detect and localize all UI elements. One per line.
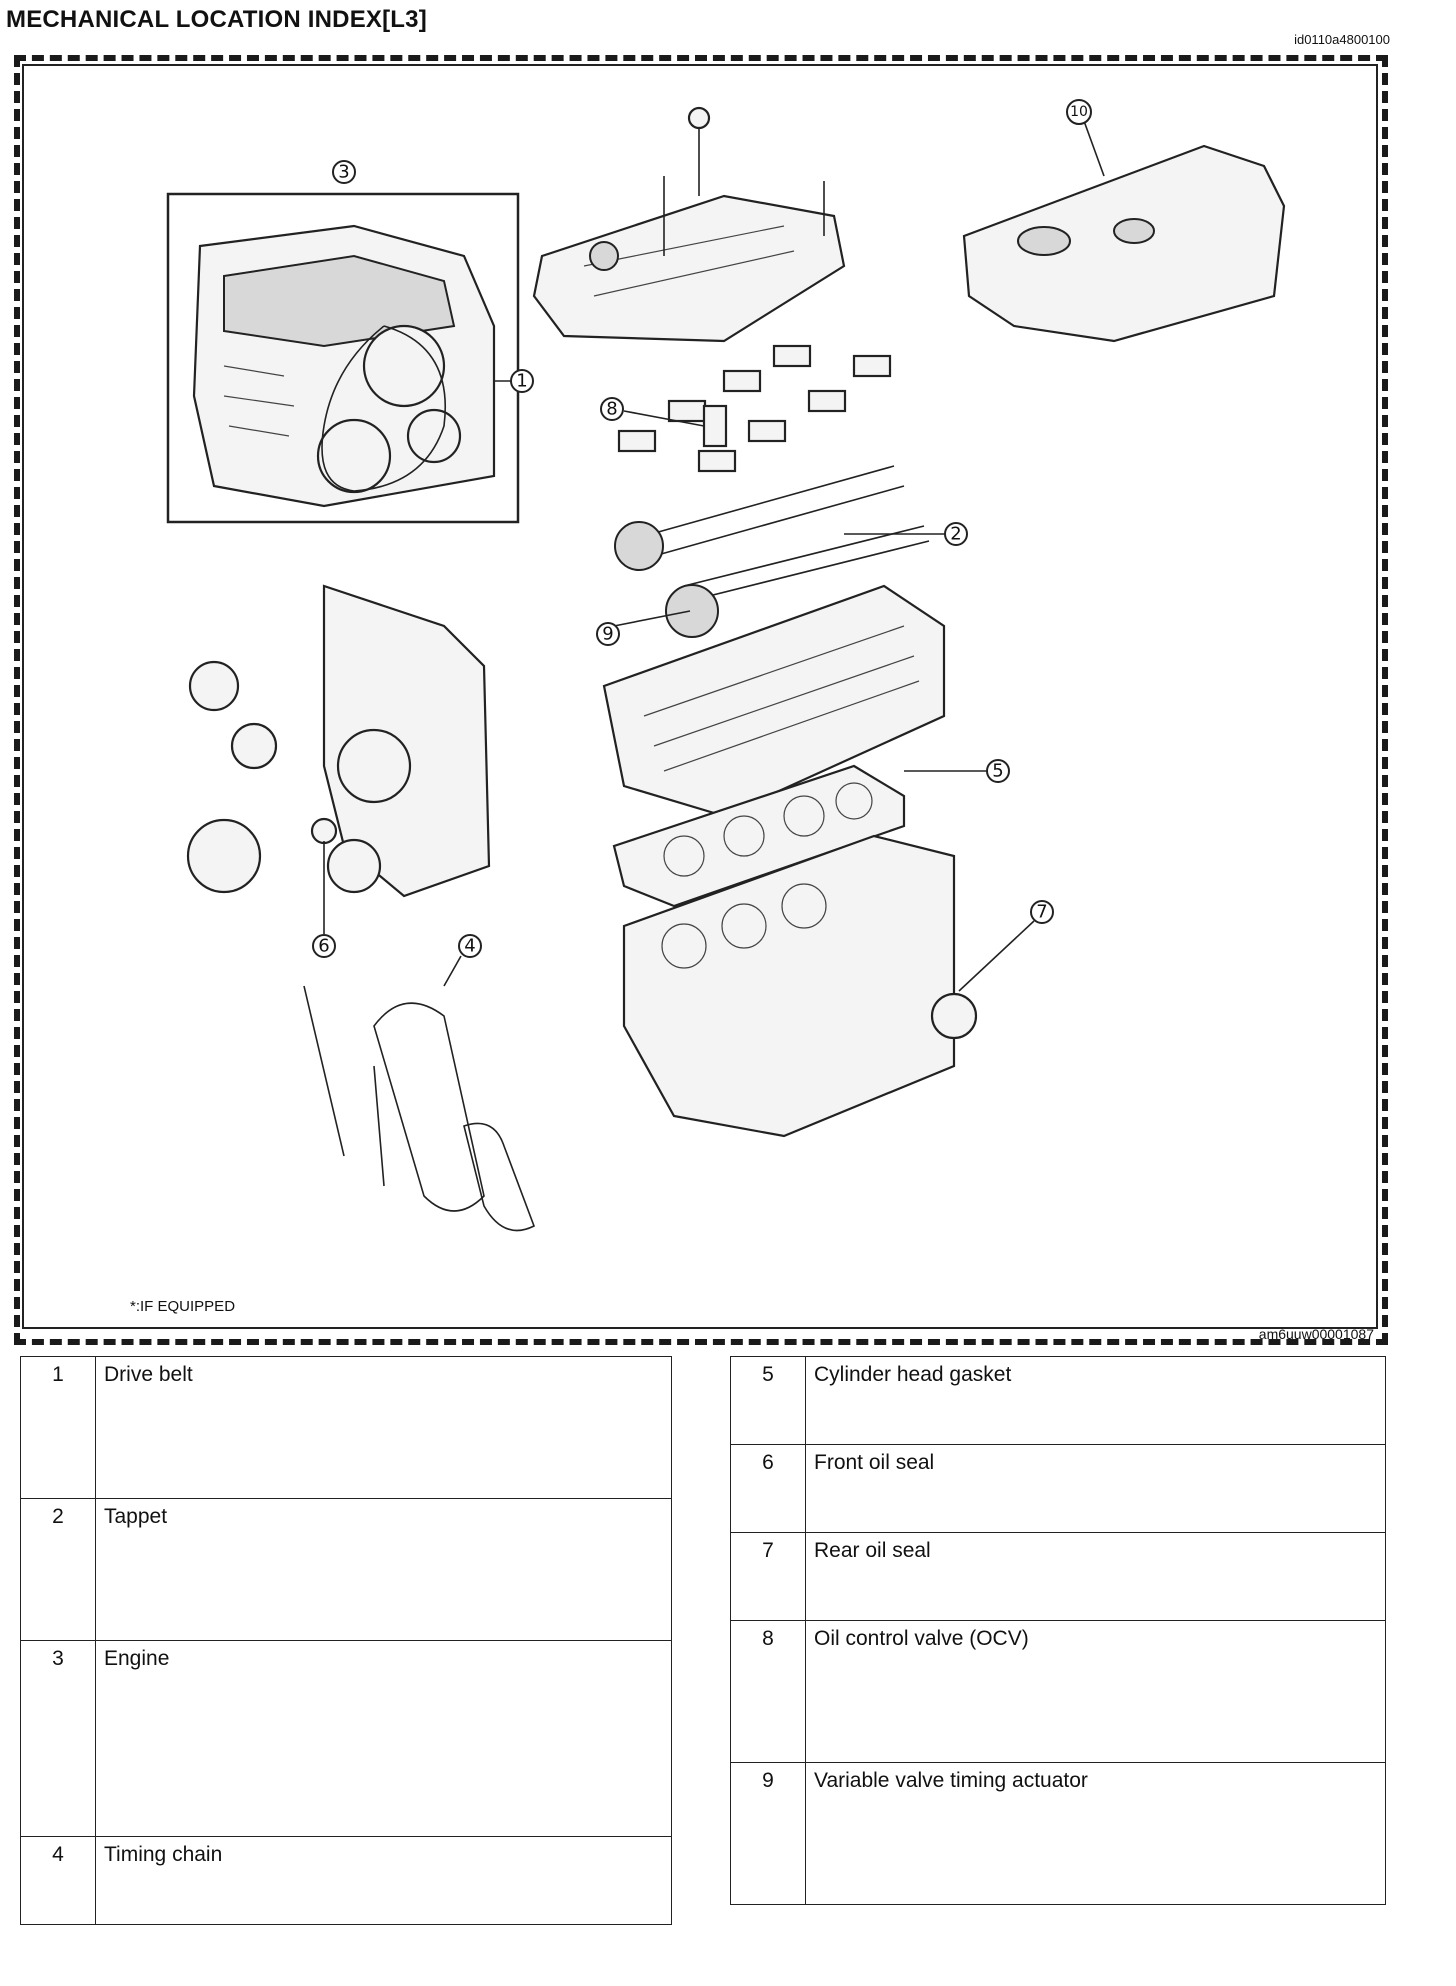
cylinder-head [602,584,946,818]
legend-number: 8 [730,1620,806,1763]
rear-oil-seal [930,992,978,1040]
cylinder-head-gasket [612,764,906,908]
callout-label-8: 8 [606,399,617,420]
legend-number: 3 [20,1640,96,1837]
callout-label-7: 7 [1036,902,1047,923]
legend-label: Timing chain [95,1836,672,1925]
cylinder-head-cover [532,106,846,343]
legend-table-right: 5 Cylinder head gasket 6 Front oil seal … [730,1356,1386,1905]
engine-top-cover [962,144,1286,343]
table-row: 6 Front oil seal [730,1444,1386,1533]
legend-number: 1 [20,1356,96,1499]
callouts: 1 2 3 4 5 6 7 8 9 10 [312,99,1105,992]
table-row: 9 Variable valve timing actuator [730,1762,1386,1905]
callout-4 [458,934,482,958]
legend-number: 7 [730,1532,806,1621]
callout-3 [332,160,356,184]
figure-id: am6uuw00001087 [1258,1326,1374,1342]
callout-10 [1066,99,1092,125]
table-row: 8 Oil control valve (OCV) [730,1620,1386,1763]
table-row: 7 Rear oil seal [730,1532,1386,1621]
callout-label-10: 10 [1070,104,1088,120]
callout-label-6: 6 [318,936,329,957]
callout-label-3: 3 [338,162,349,183]
legend-number: 9 [730,1762,806,1905]
legend-number: 2 [20,1498,96,1641]
table-row: 3 Engine [20,1640,672,1837]
figure-frame-dashed [14,55,1388,1345]
table-row: 1 Drive belt [20,1356,672,1499]
legend-table-left: 1 Drive belt 2 Tappet 3 Engine 4 Timing … [20,1356,672,1925]
callout-7 [1030,900,1054,924]
timing-cover [186,584,491,898]
legend-number: 4 [20,1836,96,1925]
camshafts [614,465,930,638]
callout-label-4: 4 [464,936,475,957]
legend-label: Cylinder head gasket [805,1356,1386,1445]
exploded-engine-diagram: 1 2 3 4 5 6 7 8 9 10 [166,99,1286,1232]
cylinder-block [622,834,956,1138]
figure-frame-inner [22,64,1378,1329]
page-title: MECHANICAL LOCATION INDEX[L3] [6,6,427,33]
legend-label: Front oil seal [805,1444,1386,1533]
callout-9 [596,622,620,646]
legend-label: Oil control valve (OCV) [805,1620,1386,1763]
table-row: 4 Timing chain [20,1836,672,1925]
callout-1 [510,369,534,393]
callout-label-1: 1 [516,371,527,392]
legend-label: Drive belt [95,1356,672,1499]
engine-inset [166,192,520,524]
document-id: id0110a4800100 [1294,32,1390,47]
callout-6 [312,934,336,958]
callout-8 [600,397,624,421]
legend-label: Variable valve timing actuator [805,1762,1386,1905]
legend-label: Rear oil seal [805,1532,1386,1621]
callout-label-9: 9 [602,624,613,645]
table-row: 5 Cylinder head gasket [730,1356,1386,1445]
legend-number: 5 [730,1356,806,1445]
table-row: 2 Tappet [20,1498,672,1641]
legend-label: Tappet [95,1498,672,1641]
callout-5 [986,759,1010,783]
camshaft-caps [617,344,892,473]
figure-footnote: *:IF EQUIPPED [130,1298,236,1315]
callout-label-5: 5 [992,761,1003,782]
callout-2 [944,522,968,546]
legend-label: Engine [95,1640,672,1837]
callout-label-2: 2 [950,524,961,545]
legend-number: 6 [730,1444,806,1533]
timing-chain [303,985,536,1232]
